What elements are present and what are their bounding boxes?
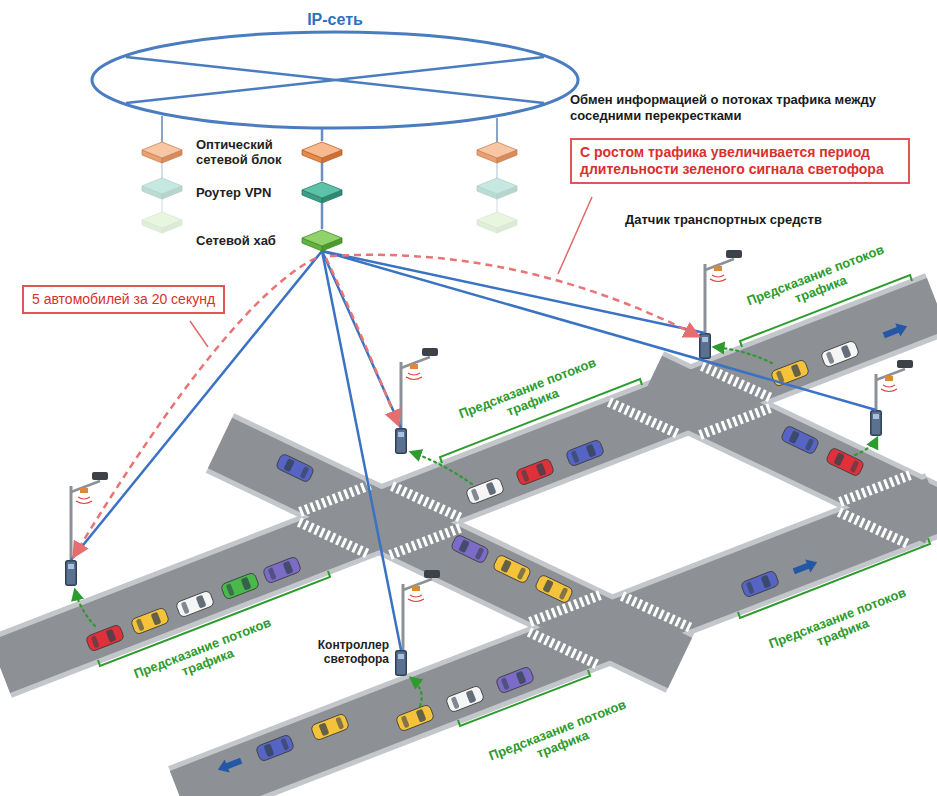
device-icon — [301, 141, 343, 163]
car — [492, 554, 531, 584]
car — [565, 439, 604, 467]
prediction-label: Предсказание потоков трафика — [478, 693, 643, 781]
network-link — [322, 251, 401, 650]
controller-box — [395, 650, 407, 676]
car — [534, 574, 573, 604]
device-icon — [301, 229, 343, 251]
prediction-bracket — [98, 275, 930, 726]
traffic-light-pole — [871, 360, 913, 435]
device-label: Сетевой хаб — [196, 233, 291, 248]
traffic-light-pole — [66, 472, 108, 585]
optical-network-unit: Оптический сетевой блок — [196, 137, 343, 167]
prediction-label: Предсказание потоков трафика — [123, 611, 288, 699]
car — [450, 534, 489, 564]
road-surface — [0, 304, 937, 796]
prediction-label-box: Предсказание потоков трафика — [758, 581, 923, 669]
callout-box: С ростом трафика увеличивается период дл… — [570, 138, 910, 184]
network-hub: Сетевой хаб — [196, 229, 343, 251]
controller-label: Контроллер светофора — [297, 638, 389, 666]
network-link — [321, 128, 324, 141]
note-text: Обмен информацией о потоках трафика межд… — [570, 92, 890, 124]
sensor-label-box: Датчик транспортных средств — [625, 212, 822, 228]
direction-arrow — [791, 556, 819, 578]
road-network — [0, 304, 937, 796]
traffic-light-pole — [396, 348, 438, 453]
car — [740, 570, 779, 598]
car — [515, 458, 554, 486]
sensor-label: Датчик транспортных средств — [625, 212, 822, 228]
direction-arrows — [215, 320, 909, 776]
car — [262, 556, 301, 584]
device-label-box: Оптический сетевой блок — [196, 137, 291, 167]
traffic-light-controller: Контроллер светофора — [297, 650, 407, 678]
car — [130, 607, 169, 635]
car — [465, 477, 504, 505]
car — [770, 359, 809, 387]
side-network-stacks — [142, 116, 517, 233]
prediction-label-box: Предсказание потоков трафика — [123, 611, 288, 699]
car — [445, 685, 484, 713]
controller-label-box: Контроллер светофора — [297, 638, 389, 666]
car — [825, 447, 864, 477]
ip-network-ring: IP-сеть — [90, 10, 580, 130]
cars — [85, 340, 864, 762]
vpn-router: Роутер VPN — [196, 181, 343, 203]
car — [85, 624, 124, 652]
direction-arrow — [881, 320, 909, 342]
prediction-label-box: Предсказание потоков трафика — [736, 238, 901, 326]
road-curb — [0, 304, 937, 796]
traffic-light-pole — [700, 250, 742, 358]
car — [275, 453, 314, 483]
device-label: Роутер VPN — [196, 185, 291, 200]
network-link — [321, 203, 324, 229]
device-icon — [301, 181, 343, 203]
callout-box: 5 автомобилей за 20 секунд — [22, 285, 225, 314]
device-label-box: Роутер VPN — [196, 185, 291, 200]
note-text-box: Обмен информацией о потоках трафика межд… — [570, 92, 890, 124]
car — [220, 572, 259, 600]
prediction-label: Предсказание потоков трафика — [448, 351, 613, 439]
network-ring-shape — [90, 30, 580, 130]
prediction-label: Предсказание потоков трафика — [758, 581, 923, 669]
callout-text: С ростом трафика увеличивается период дл… — [580, 144, 900, 178]
car — [255, 734, 294, 762]
car — [395, 704, 434, 732]
car — [495, 666, 534, 694]
device-label: Оптический сетевой блок — [196, 137, 291, 167]
direction-arrow — [215, 754, 243, 776]
car — [820, 340, 859, 368]
sensing-arrows — [75, 347, 877, 706]
callout-leader — [190, 197, 592, 347]
traffic-light-pole — [403, 570, 440, 652]
prediction-label: Предсказание потоков трафика — [736, 238, 901, 326]
network-label: IP-сеть — [90, 10, 580, 30]
network-link — [321, 163, 324, 181]
car — [780, 425, 819, 455]
callout-text: 5 автомобилей за 20 секунд — [32, 291, 215, 308]
prediction-label-box: Предсказание потоков трафика — [478, 693, 643, 781]
prediction-label-box: Предсказание потоков трафика — [448, 351, 613, 439]
car — [310, 713, 349, 741]
device-label-box: Сетевой хаб — [196, 233, 291, 248]
car — [175, 590, 214, 618]
